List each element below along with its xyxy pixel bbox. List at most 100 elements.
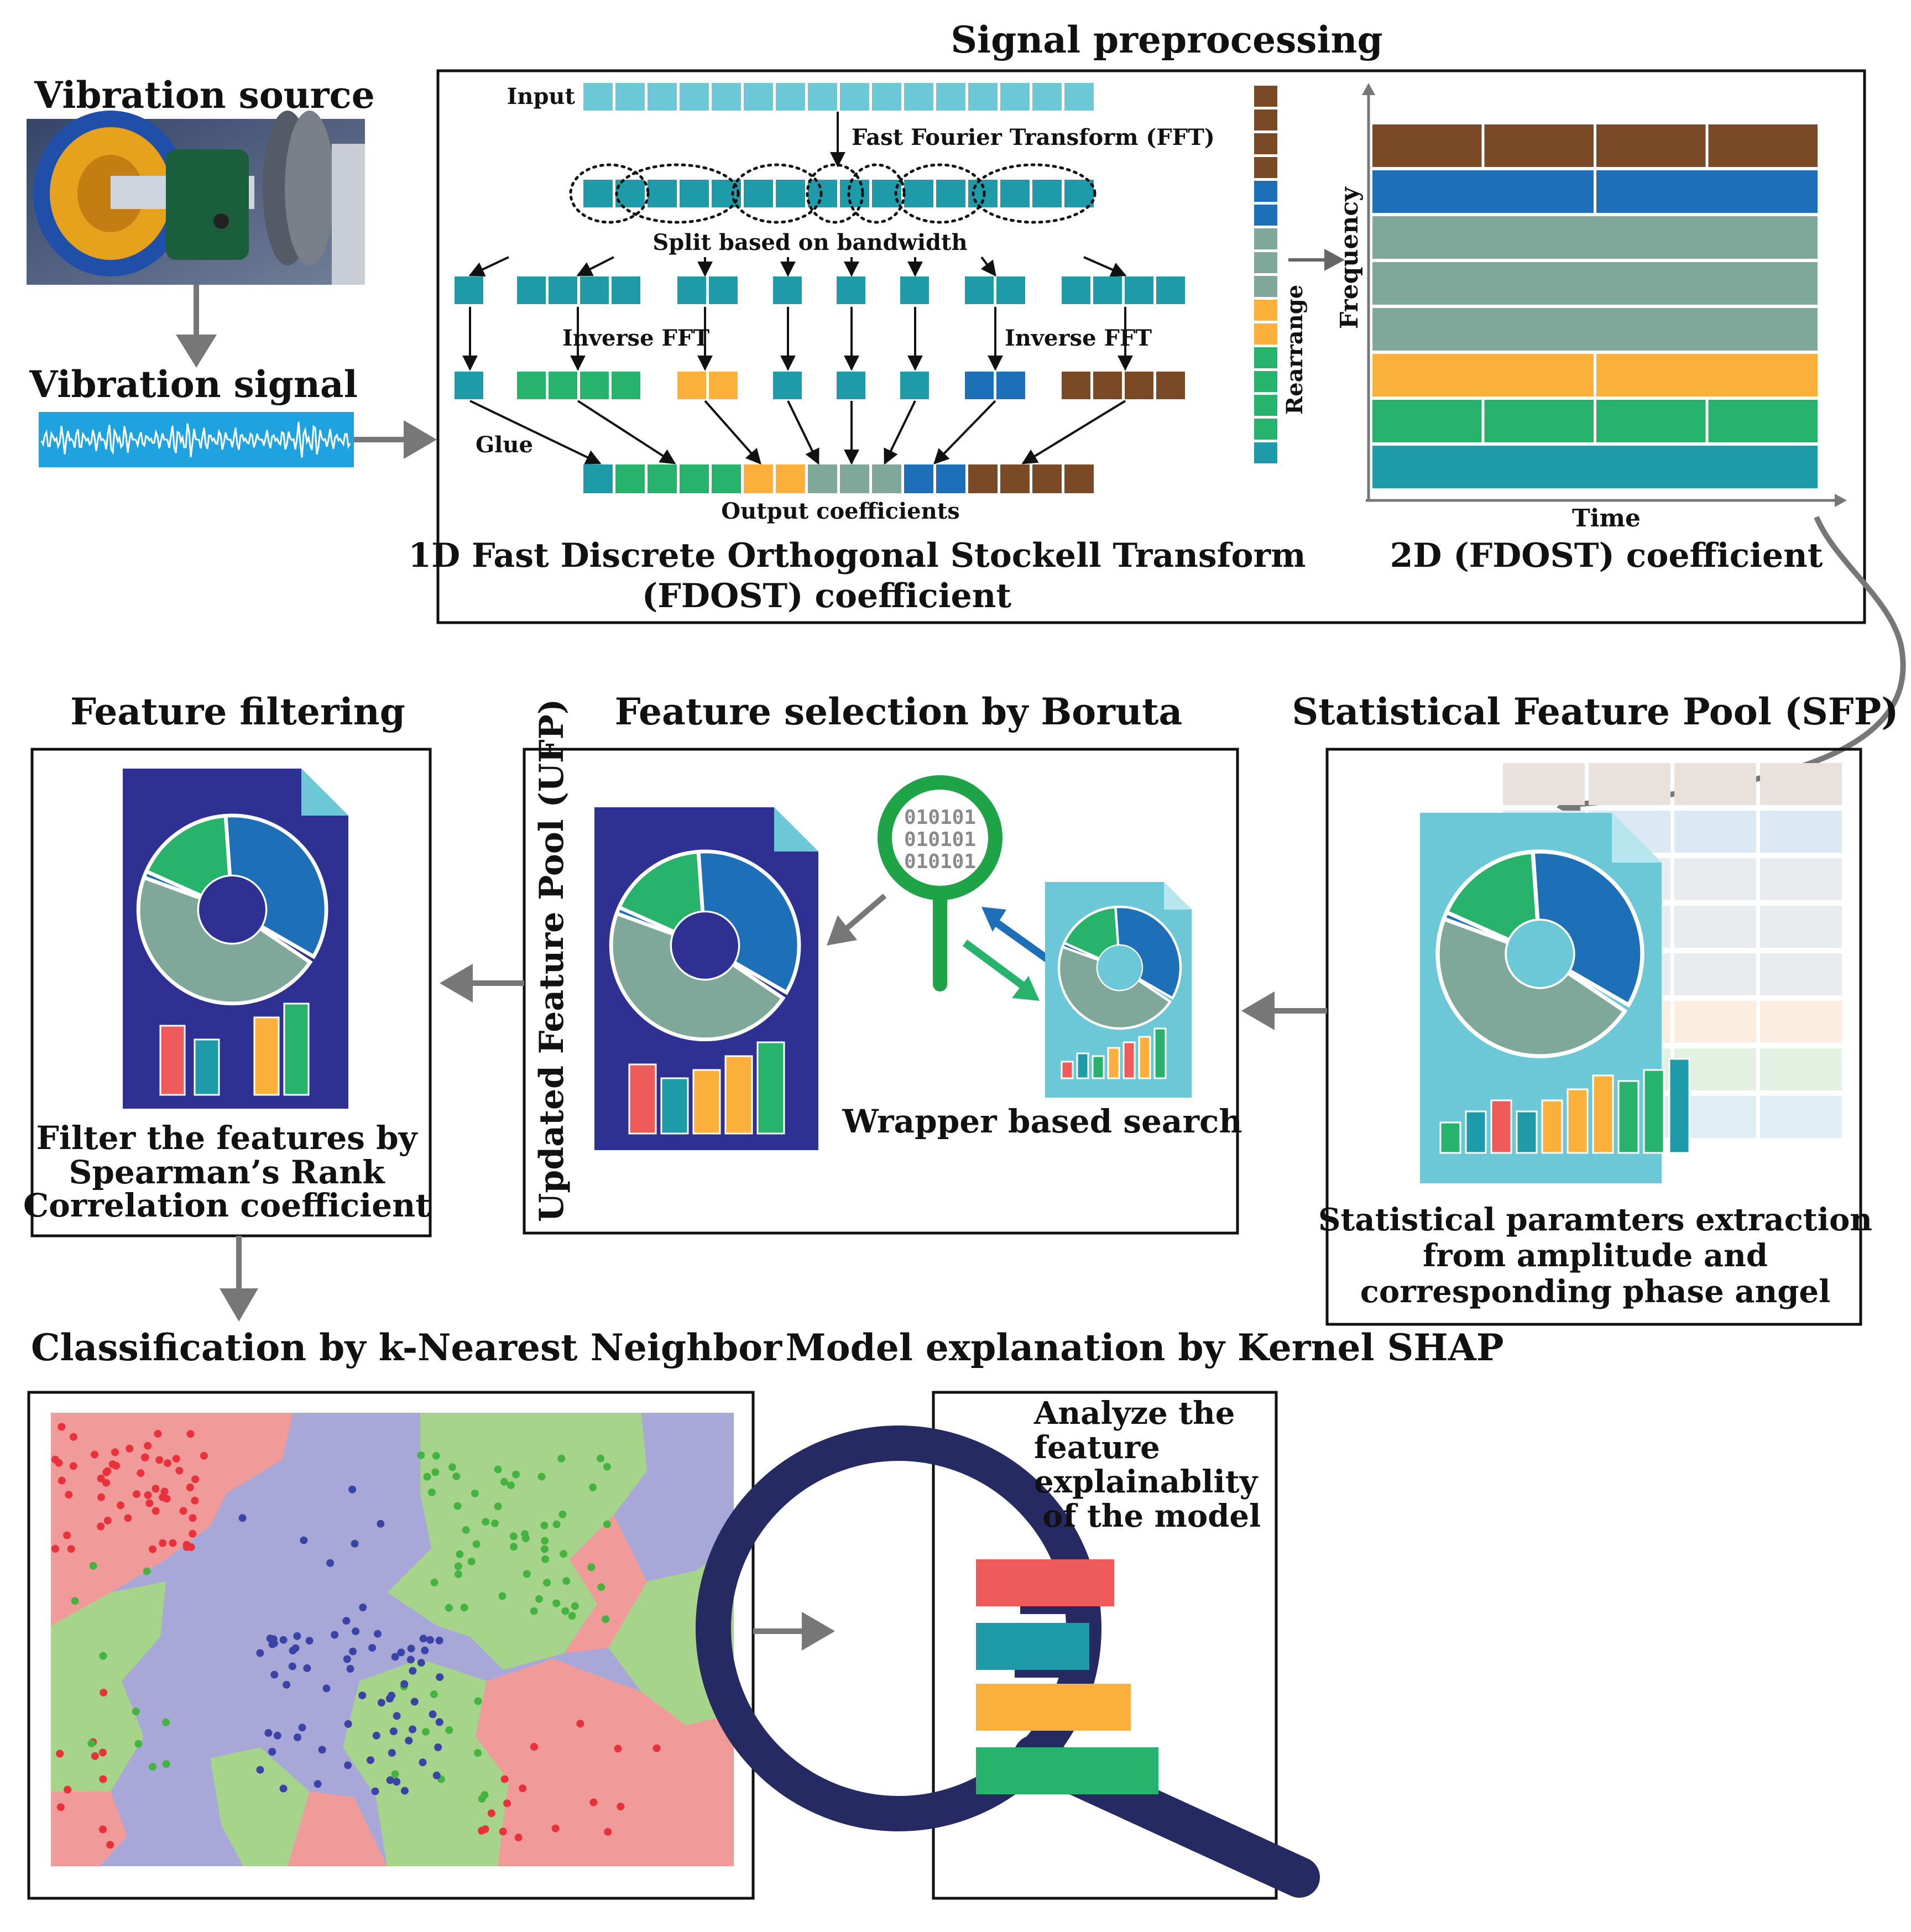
sample-point	[358, 1691, 367, 1700]
rearrange-column	[1254, 86, 1277, 463]
table-cell	[1674, 1001, 1756, 1043]
sample-point	[377, 1699, 385, 1707]
sfp-title: Statistical Feature Pool (SFP)	[1292, 690, 1899, 733]
bar	[692, 1069, 721, 1135]
input-cell	[615, 83, 645, 111]
sample-point	[89, 1562, 97, 1570]
coefficient-tile	[1372, 216, 1818, 259]
arrow-head-filtering-to-knn	[220, 1288, 258, 1322]
feature-filtering-title: Feature filtering	[70, 690, 405, 733]
sample-point	[602, 1615, 610, 1623]
bar	[1516, 1110, 1538, 1154]
bar	[1061, 1061, 1074, 1079]
split-cell	[773, 276, 802, 304]
sample-point	[401, 1787, 409, 1795]
fft-cell	[615, 180, 645, 207]
sample-point	[179, 1507, 187, 1515]
sample-point	[535, 1595, 543, 1603]
bar	[1122, 1041, 1136, 1079]
output-cell	[936, 464, 965, 493]
input-cell	[808, 83, 837, 111]
sample-point	[100, 1689, 108, 1697]
table-cell	[1760, 953, 1842, 995]
coefficient-tile	[1372, 262, 1818, 305]
table-cell	[1760, 1096, 1842, 1138]
coefficient-tile	[1596, 124, 1706, 167]
arrow-head-source-to-signal	[176, 335, 217, 368]
sample-point	[99, 1775, 107, 1783]
output-cell	[1000, 464, 1030, 493]
sample-point	[102, 1468, 111, 1476]
sample-point	[388, 1749, 396, 1757]
fft-cell	[712, 180, 741, 207]
sample-point	[343, 1655, 351, 1663]
sample-point	[155, 1456, 164, 1464]
sample-point	[552, 1599, 561, 1607]
sample-point	[314, 1780, 322, 1788]
table-cell	[1674, 906, 1756, 948]
sample-point	[430, 1690, 438, 1699]
coefficient-tile	[1484, 400, 1594, 442]
ifft-cell	[965, 372, 994, 399]
sample-point	[405, 1736, 413, 1745]
output-row	[583, 464, 1094, 493]
output-cell	[615, 464, 645, 493]
table-cell	[1589, 763, 1670, 805]
sample-point	[164, 1459, 172, 1468]
sample-point	[432, 1451, 440, 1460]
sample-point	[189, 1529, 197, 1538]
feature-selection-title: Feature selection by Boruta	[615, 690, 1182, 733]
sample-point	[571, 1602, 579, 1610]
fft-cell	[680, 180, 709, 207]
bar	[159, 1025, 186, 1096]
sample-point	[56, 1803, 65, 1811]
rearrange-arrow-head	[1324, 249, 1345, 271]
sample-point	[407, 1644, 415, 1653]
sample-point	[169, 1539, 177, 1547]
sample-point	[537, 1473, 546, 1481]
rearrange-cell	[1254, 323, 1277, 344]
bar	[1617, 1080, 1640, 1154]
sample-point	[543, 1579, 551, 1587]
sample-point	[367, 1756, 374, 1764]
candidate-donut-chart	[1057, 905, 1182, 1030]
sample-point	[111, 1448, 119, 1456]
split-cell	[612, 276, 640, 304]
knn-sample-points	[51, 1423, 661, 1849]
fft-cell	[936, 180, 965, 207]
sample-point	[494, 1502, 502, 1511]
sample-point	[432, 1771, 441, 1779]
sample-point	[552, 1520, 561, 1528]
rearrange-cell	[1254, 228, 1277, 249]
sample-point	[152, 1507, 160, 1515]
arrow-head-signal-to-preprocessing	[404, 420, 437, 459]
coefficient-tile	[1596, 400, 1706, 442]
sample-point	[568, 1612, 576, 1620]
sample-point	[389, 1727, 398, 1735]
sample-point	[482, 1518, 490, 1526]
sample-point	[541, 1555, 550, 1563]
rearrange-cell	[1254, 157, 1277, 178]
split-label: Split based on bandwidth	[652, 229, 967, 255]
sample-point	[99, 1825, 107, 1834]
coefficient-tile	[1708, 124, 1818, 167]
sample-point	[445, 1726, 453, 1734]
inverse-fft-label-right: Inverse FFT	[1005, 325, 1152, 351]
shap-text-1: Analyze the	[1033, 1395, 1235, 1432]
sample-point	[98, 1748, 107, 1757]
sample-point	[454, 1562, 462, 1570]
sample-point	[175, 1466, 184, 1475]
filtered-donut-chart	[136, 813, 328, 1006]
sample-point	[368, 1644, 377, 1652]
ifft-row	[455, 372, 1185, 399]
sample-point	[507, 1481, 515, 1490]
table-cell	[1760, 1048, 1842, 1090]
sample-point	[435, 1718, 443, 1726]
ufp-bar-chart	[628, 1041, 785, 1135]
input-cell	[776, 83, 805, 111]
machine-image	[27, 111, 365, 285]
sample-point	[393, 1778, 401, 1786]
sample-point	[397, 1648, 405, 1657]
sample-point	[91, 1450, 98, 1459]
input-cell	[583, 83, 613, 111]
